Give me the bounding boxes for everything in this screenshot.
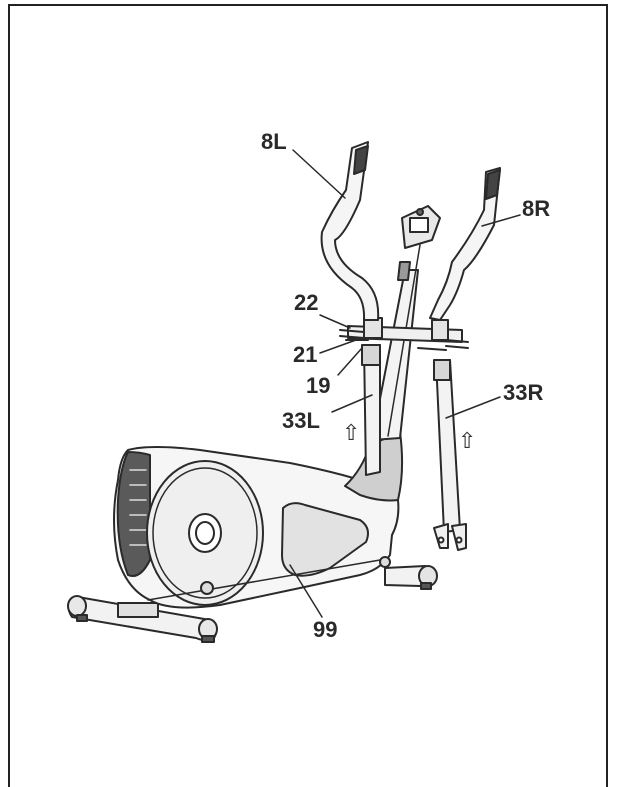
up-arrow-icon: ⇧ — [342, 421, 361, 446]
label-33R: 33R — [503, 380, 544, 405]
leader-lines — [289, 149, 521, 618]
diagram-frame — [8, 4, 608, 787]
label-22: 22 — [294, 290, 319, 315]
shroud-body — [113, 446, 400, 609]
console — [401, 205, 441, 249]
tube-33R — [433, 359, 467, 551]
label-19: 19 — [306, 373, 331, 398]
up-arrow-icon: ⇧ — [458, 429, 477, 454]
handle-right-8R — [429, 167, 501, 321]
label-33L: 33L — [282, 408, 320, 433]
label-21: 21 — [293, 342, 318, 367]
handle-left-8L — [320, 141, 380, 321]
front-stabilizer — [384, 565, 438, 590]
tube-33L — [361, 344, 381, 476]
rear-stabilizer — [67, 595, 218, 643]
label-99: 99 — [313, 617, 338, 642]
label-8R: 8R — [522, 196, 551, 221]
label-8L: 8L — [261, 129, 287, 154]
